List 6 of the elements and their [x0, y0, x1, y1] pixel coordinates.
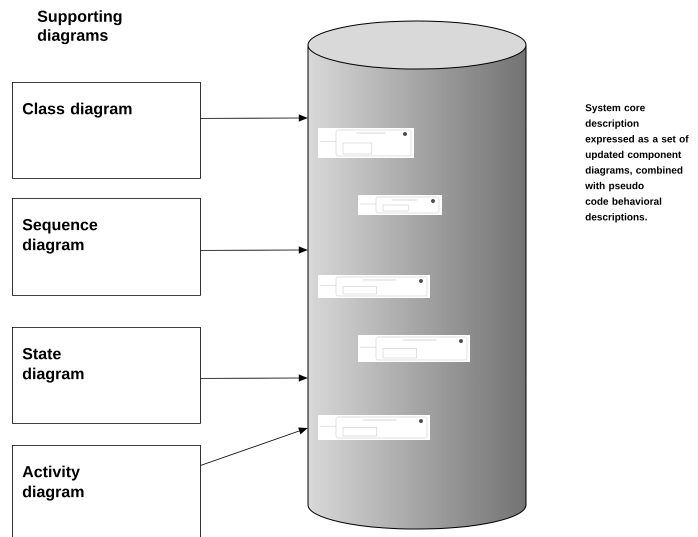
diagram-box: Activity diagram	[12, 444, 201, 537]
description: System core description expressed as a set of updated component diagrams, combined with pseudo code behavioral descriptions.	[585, 104, 689, 222]
diagram-box: Class diagram	[12, 82, 201, 179]
diagram-box: State diagram	[12, 327, 201, 424]
diagram-box: Sequence diagram	[12, 198, 201, 296]
heading: Supporting diagrams	[38, 10, 122, 44]
